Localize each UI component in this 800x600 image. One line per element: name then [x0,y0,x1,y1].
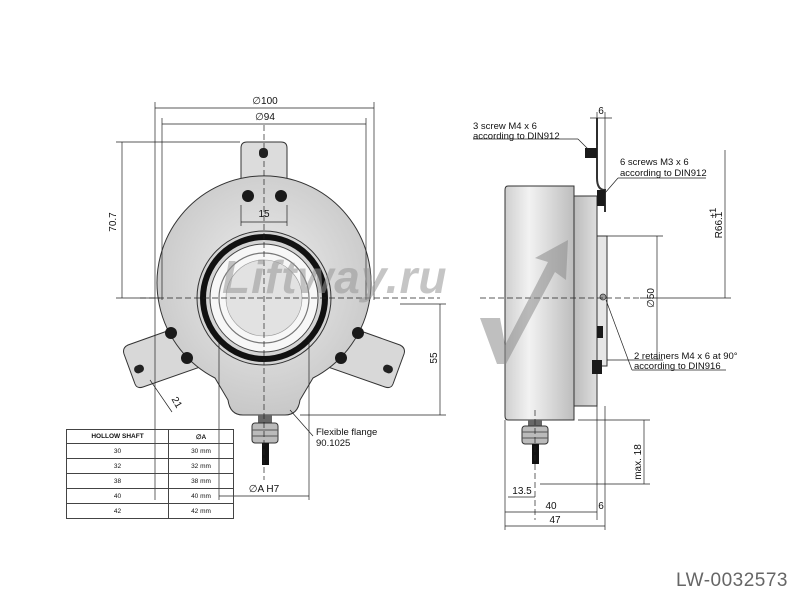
table-header-row: HOLLOW SHAFT ∅A [66,429,234,444]
side-cap [573,195,598,407]
flange-note-line1: Flexible flange [316,427,377,438]
dim-tab-thickness: 6 [598,501,604,512]
table-header-shaft: HOLLOW SHAFT [66,429,169,444]
side-cable [532,444,539,464]
reference-code: LW-0032573 [675,570,788,591]
table-row: 42 42 mm [66,503,234,519]
dim-offset-side: 13.5 [512,486,532,497]
note-retainers-l2: according to DIN916 [634,361,721,372]
cable-gland-base [258,415,272,423]
side-screw-m3 [597,190,605,206]
dim-bore: ∅A H7 [249,484,280,495]
screw-top-left [242,190,254,202]
screw-top-right [275,190,287,202]
hollow-shaft-table: HOLLOW SHAFT ∅A 30 30 mm 32 32 mm 38 38 … [66,429,234,519]
side-screw-mid [597,326,603,338]
side-screw-bottom [592,360,602,374]
table-row: 32 32 mm [66,458,234,474]
table-cell: 42 mm [168,503,234,519]
note-screws-m4-l1: 3 screw M4 x 6 [473,121,537,132]
side-view [480,118,640,520]
dim-total-depth: 47 [549,515,561,526]
table-cell: 38 [66,473,169,489]
retainer-screw [599,293,607,301]
dim-radius-tol: ±1 [708,208,719,219]
dim-offset: 55 [429,352,440,364]
cable-gland [251,422,279,444]
table-header-diameter: ∅A [168,429,234,444]
table-cell: 40 [66,488,169,504]
cable [262,443,269,465]
table-row: 40 40 mm [66,488,234,504]
note-screws-m3-l1: 6 screws M3 x 6 [620,157,689,168]
tab-slot [259,148,268,158]
side-screw-m4 [585,148,597,158]
screw-left-upper [165,327,177,339]
dim-flange-diameter: ∅94 [255,112,275,123]
right-arm-slot [383,364,393,374]
screw-right-lower [335,352,347,364]
watermark-logo [480,240,568,364]
dim-flange-thickness: 6 [598,106,604,117]
screw-left-lower [181,352,193,364]
table-cell: 38 mm [168,473,234,489]
dim-height: 70.7 [108,212,119,232]
note-screws-m4-l2: according to DIN912 [473,131,560,142]
flange-note-line2: 90.1025 [316,438,350,449]
dim-tab-width: 15 [258,209,270,220]
table-cell: 40 mm [168,488,234,504]
note-screws-m3-l2: according to DIN912 [620,168,707,179]
table-row: 30 30 mm [66,443,234,459]
dim-radius: R66.1 [714,211,725,238]
dim-outer-diameter: ∅100 [252,96,278,107]
dim-body-depth: 40 [545,501,557,512]
side-dimensions: 6 3 screw M4 x 6 according to DIN912 6 s… [473,106,738,530]
side-shaft-stub [596,235,608,367]
left-arm-slot [134,364,144,374]
table-row: 38 38 mm [66,473,234,489]
front-view [123,125,440,480]
table-cell: 30 [66,443,169,459]
watermark-text: Liftway.ru [222,251,448,303]
table-cell: 30 mm [168,443,234,459]
side-body [504,185,575,421]
note-retainers-l1: 2 retainers M4 x 6 at 90° [634,351,738,362]
dim-arm-width: 21 [169,395,184,411]
dim-cable-max: max. 18 [633,444,644,480]
dim-shaft-diameter: ∅50 [646,288,657,308]
table-cell: 32 mm [168,458,234,474]
screw-right-upper [352,327,364,339]
table-cell: 42 [66,503,169,519]
table-cell: 32 [66,458,169,474]
